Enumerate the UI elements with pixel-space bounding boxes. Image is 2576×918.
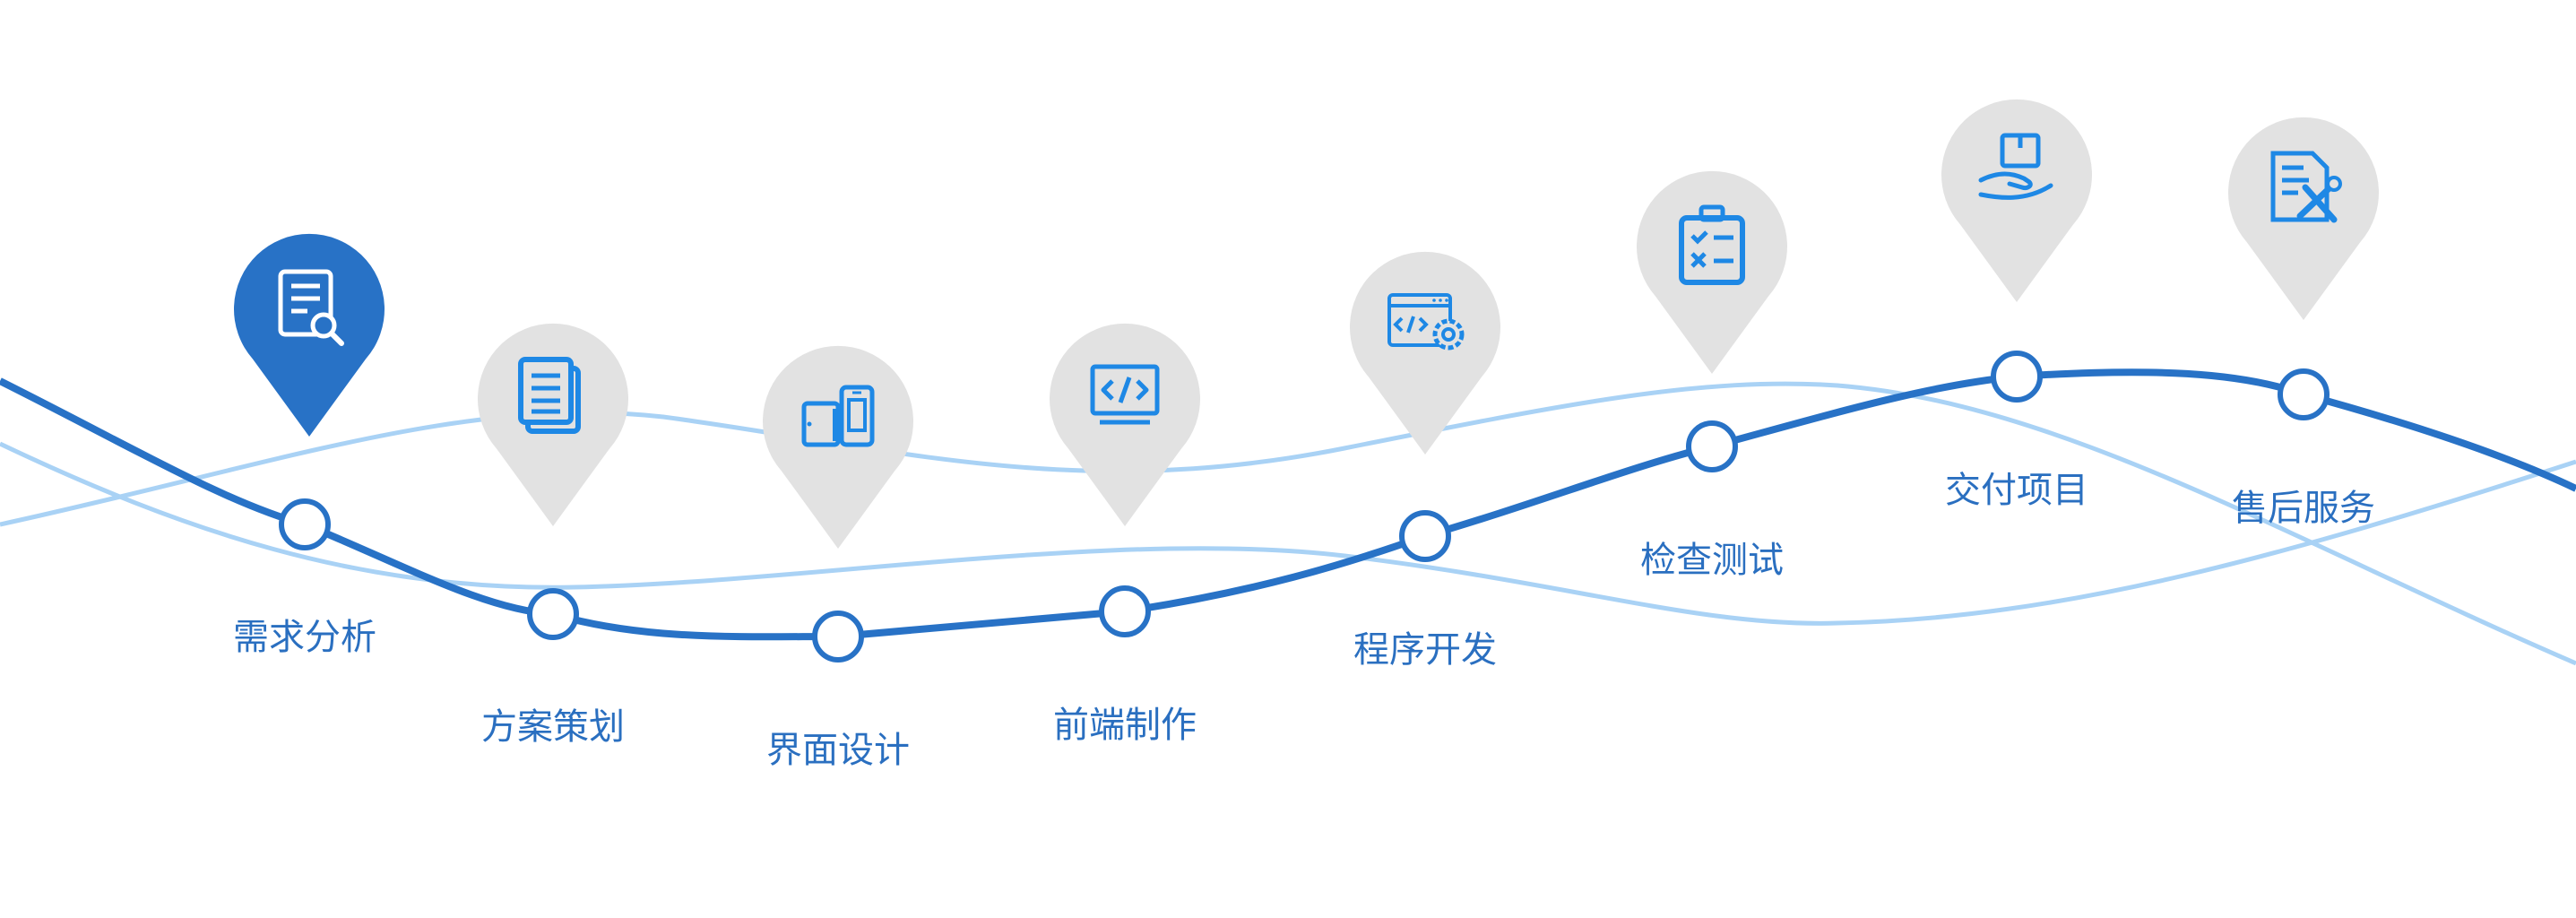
map-pin-marker bbox=[763, 345, 914, 549]
step-8[interactable]: 售后服务 bbox=[2227, 117, 2379, 529]
map-pin-marker bbox=[1349, 251, 1500, 455]
timeline-node bbox=[527, 588, 579, 640]
step-label: 方案策划 bbox=[481, 706, 625, 748]
timeline-node bbox=[1991, 351, 2043, 403]
timeline-node bbox=[2278, 368, 2330, 420]
timeline-node bbox=[1099, 585, 1151, 637]
background-wave-2 bbox=[0, 441, 2576, 626]
browser-gear-icon bbox=[1387, 293, 1465, 351]
step-label: 检查测试 bbox=[1640, 540, 1784, 581]
main-timeline-curve bbox=[0, 368, 2576, 641]
devices-icon bbox=[801, 385, 875, 447]
document-search-icon bbox=[278, 269, 344, 346]
step-1[interactable]: 需求分析 bbox=[233, 233, 385, 658]
step-label: 前端制作 bbox=[1053, 705, 1197, 746]
timeline-node bbox=[1399, 510, 1451, 562]
timeline-node bbox=[279, 498, 331, 550]
step-label: 界面设计 bbox=[766, 730, 910, 771]
step-2[interactable]: 方案策划 bbox=[478, 323, 628, 748]
map-pin-marker bbox=[1637, 170, 1788, 374]
step-6[interactable]: 检查测试 bbox=[1637, 170, 1788, 581]
timeline-node bbox=[812, 611, 864, 663]
timeline-node bbox=[1686, 420, 1738, 472]
checklist-clipboard-icon bbox=[1679, 204, 1745, 285]
map-pin-marker bbox=[1050, 323, 1201, 526]
step-5[interactable]: 程序开发 bbox=[1349, 251, 1500, 671]
step-label: 程序开发 bbox=[1353, 629, 1497, 671]
step-label: 售后服务 bbox=[2232, 488, 2375, 529]
map-pin-marker bbox=[1941, 99, 2092, 302]
background-wave-1 bbox=[0, 381, 2576, 666]
step-label: 需求分析 bbox=[233, 617, 376, 658]
step-7[interactable]: 交付项目 bbox=[1941, 99, 2092, 511]
step-3[interactable]: 界面设计 bbox=[763, 345, 914, 771]
step-4[interactable]: 前端制作 bbox=[1050, 323, 1201, 746]
step-label: 交付项目 bbox=[1945, 470, 2088, 511]
document-stack-icon bbox=[518, 357, 581, 434]
document-tools-icon bbox=[2270, 151, 2342, 223]
hand-package-icon bbox=[1978, 133, 2053, 200]
code-monitor-icon bbox=[1090, 364, 1160, 425]
